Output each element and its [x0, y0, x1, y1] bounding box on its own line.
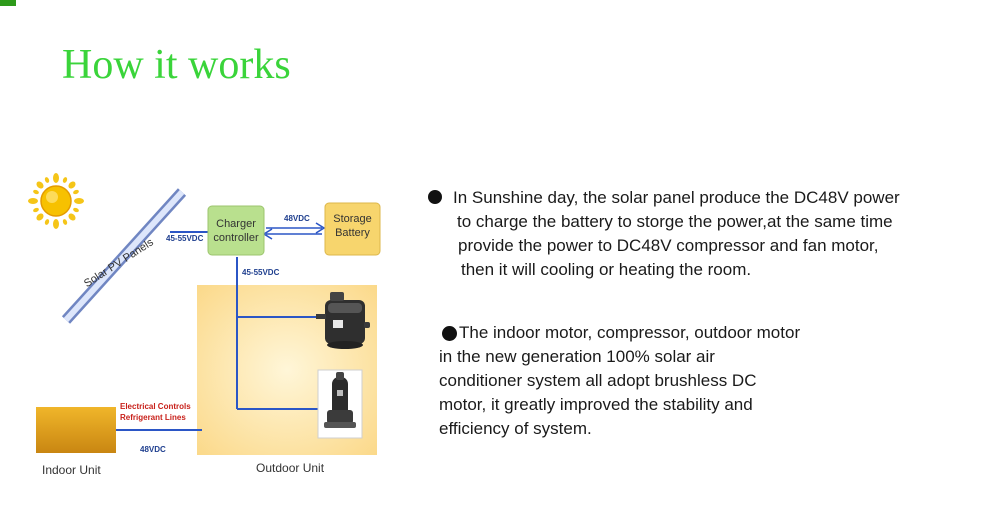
page-title: How it works: [62, 40, 291, 90]
charger-label: Charger controller: [208, 217, 264, 245]
solar-system-diagram: Solar PV Panels 45-55VDC Charger control…: [20, 162, 400, 492]
paragraph-1-line: provide the power to DC48V compressor an…: [453, 234, 990, 258]
voltage-charger-battery: 48VDC: [284, 214, 310, 223]
charger-battery-arrow: [264, 223, 324, 239]
paragraph-2: The indoor motor, compressor, outdoor mo…: [439, 321, 919, 441]
voltage-charger-down: 45-55VDC: [242, 268, 279, 277]
charger-label-line2: controller: [208, 231, 264, 245]
bullet-icon: [428, 190, 442, 204]
voltage-panel-charger: 45-55VDC: [166, 234, 203, 243]
paragraph-2-line: in the new generation 100% solar air: [439, 345, 919, 369]
paragraph-1-line: to charge the battery to storge the powe…: [453, 210, 990, 234]
storage-label-line2: Battery: [325, 226, 380, 240]
fan-motor-icon: [318, 370, 362, 438]
paragraph-2-line: conditioner system all adopt brushless D…: [439, 369, 919, 393]
paragraph-1: In Sunshine day, the solar panel produce…: [453, 186, 990, 282]
paragraph-1-line: In Sunshine day, the solar panel produce…: [453, 186, 990, 210]
storage-label-line1: Storage: [325, 212, 380, 226]
charger-label-line1: Charger: [208, 217, 264, 231]
paragraph-2-line: The indoor motor, compressor, outdoor mo…: [439, 321, 919, 345]
indoor-unit-box: [36, 407, 116, 453]
indoor-unit-label: Indoor Unit: [42, 463, 101, 477]
paragraph-2-line: motor, it greatly improved the stability…: [439, 393, 919, 417]
electrical-controls-label: Electrical Controls: [120, 402, 191, 412]
paragraph-2-line: efficiency of system.: [439, 417, 919, 441]
outdoor-unit-label: Outdoor Unit: [256, 461, 324, 475]
sun-icon: [28, 173, 84, 229]
paragraph-1-line: then it will cooling or heating the room…: [453, 258, 990, 282]
accent-bar: [0, 0, 16, 6]
refrigerant-lines-label: Refrigerant Lines: [120, 413, 186, 423]
voltage-indoor: 48VDC: [140, 445, 166, 454]
storage-label: Storage Battery: [325, 212, 380, 240]
